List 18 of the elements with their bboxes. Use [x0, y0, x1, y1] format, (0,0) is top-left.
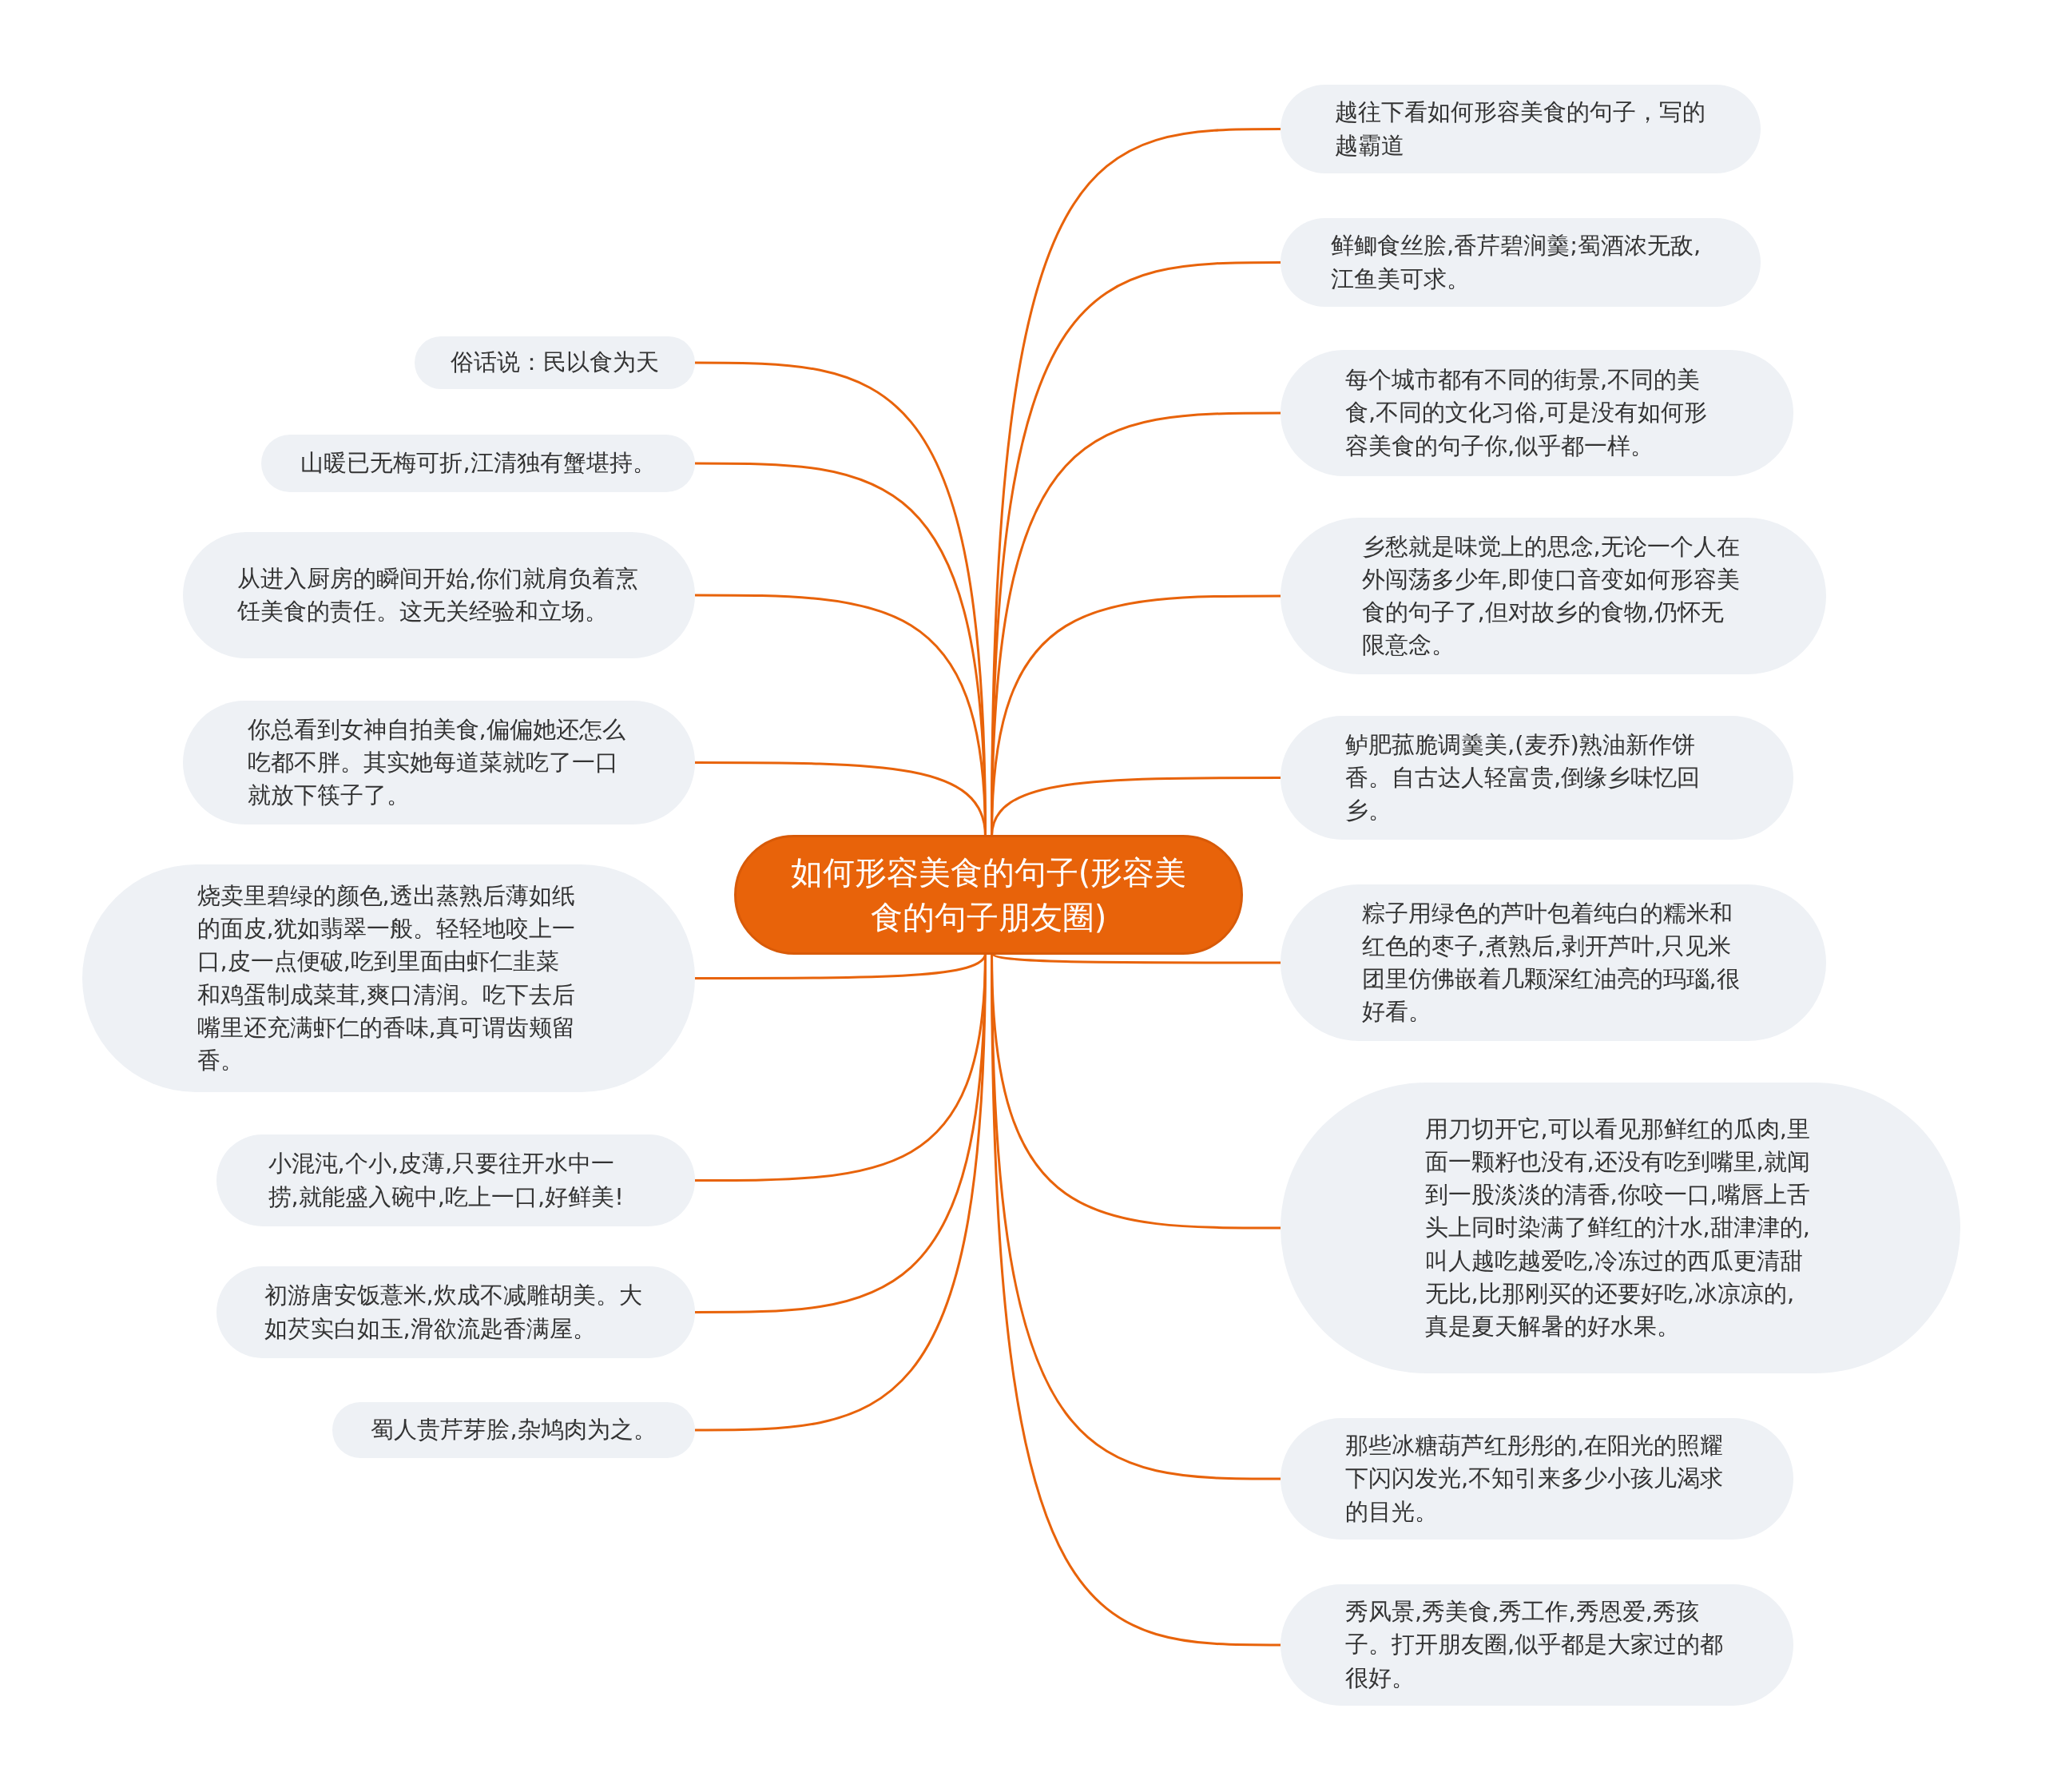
topic-bubble: 乡愁就是味觉上的思念,无论一个人在外闯荡多少年,即使口音变如何形容美食的句子了,但对故乡的食物,仍怀无限意念。	[1281, 518, 1826, 674]
topic-bubble: 小混沌,个小,皮薄,只要往开水中一捞,就能盛入碗中,吃上一口,好鲜美!	[216, 1134, 695, 1226]
topic-bubble: 烧卖里碧绿的颜色,透出蒸熟后薄如纸的面皮,犹如翡翠一般。轻轻地咬上一口,皮一点便破,吃到里面由虾仁韭菜和鸡蛋制成菜茸,爽口清润。吃下去后嘴里还充满虾仁的香味,真可谓齿颊留香。	[82, 864, 695, 1092]
topic-bubble: 粽子用绿色的芦叶包着纯白的糯米和红色的枣子,煮熟后,剥开芦叶,只见米团里仿佛嵌着几颗深红油亮的玛瑙,很好看。	[1281, 884, 1826, 1041]
topic-bubble: 山暖已无梅可折,江清独有蟹堪持。	[261, 435, 695, 492]
topic-bubble: 蜀人贵芹芽脍,杂鸠肉为之。	[332, 1402, 695, 1458]
topic-bubble: 用刀切开它,可以看见那鲜红的瓜肉,里面一颗籽也没有,还没有吃到嘴里,就闻到一股淡淡的清香,你咬一口,嘴唇上舌头上同时染满了鲜红的汁水,甜津津的,叫人越吃越爱吃,冷冻过的西瓜更清甜无比,比那刚买的还要好吃,冰凉凉的,真是夏天解暑的好水果。	[1281, 1083, 1960, 1373]
central-topic: 如何形容美食的句子(形容美食的句子朋友圈)	[734, 835, 1243, 955]
topic-bubble: 你总看到女神自拍美食,偏偏她还怎么吃都不胖。其实她每道菜就吃了一口就放下筷子了。	[183, 701, 695, 824]
topic-bubble: 初游唐安饭薏米,炊成不减雕胡美。大如芡实白如玉,滑欲流匙香满屋。	[216, 1266, 695, 1358]
topic-bubble: 那些冰糖葫芦红彤彤的,在阳光的照耀下闪闪发光,不知引来多少小孩儿渴求的目光。	[1281, 1418, 1793, 1540]
topic-bubble: 每个城市都有不同的街景,不同的美食,不同的文化习俗,可是没有如何形容美食的句子你,似乎都一样。	[1281, 350, 1793, 476]
topic-bubble: 鲈肥菰脆调羹美,(麦乔)熟油新作饼香。自古达人轻富贵,倒缘乡味忆回乡。	[1281, 716, 1793, 840]
topic-bubble: 秀风景,秀美食,秀工作,秀恩爱,秀孩子。打开朋友圈,似乎都是大家过的都很好。	[1281, 1584, 1793, 1706]
topic-bubble: 从进入厨房的瞬间开始,你们就肩负着烹饪美食的责任。这无关经验和立场。	[183, 532, 695, 658]
topic-bubble: 越往下看如何形容美食的句子，写的越霸道	[1281, 85, 1761, 173]
topic-bubble: 俗话说：民以食为天	[415, 336, 695, 389]
topic-bubble: 鲜鲫食丝脍,香芹碧涧羹;蜀酒浓无敌,江鱼美可求。	[1281, 218, 1761, 307]
